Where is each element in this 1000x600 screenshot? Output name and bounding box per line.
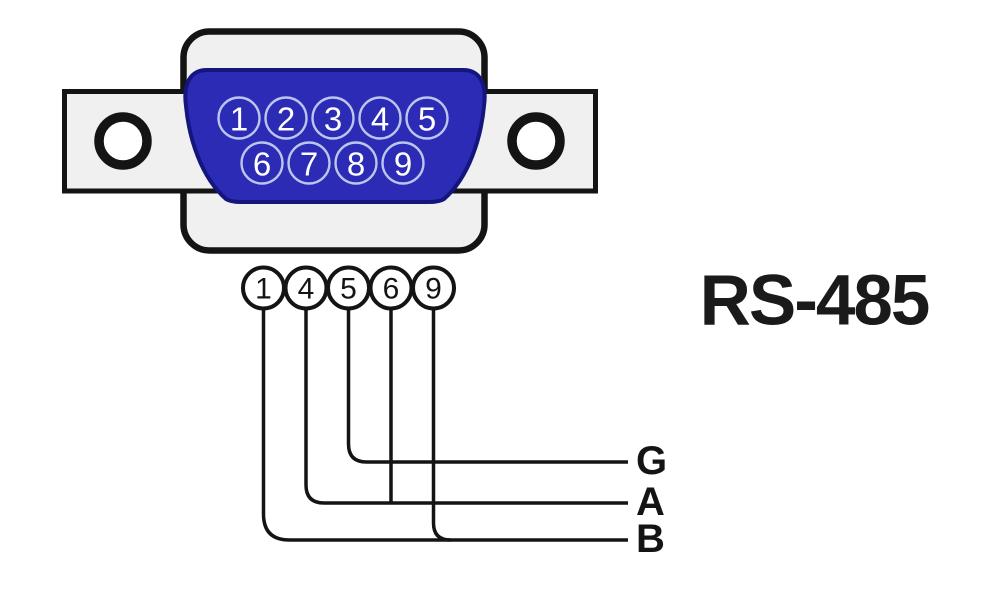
pin-7: 7 [287, 141, 331, 185]
pin-8: 8 [334, 141, 378, 185]
db9-connector: 1 2 3 4 5 6 [62, 28, 598, 254]
breakout-pin-9-ring [411, 265, 456, 311]
screw-hole-left [94, 112, 152, 170]
pin-1-number: 1 [230, 101, 248, 138]
pin-7-number: 7 [300, 146, 318, 183]
pin-2-number: 2 [277, 101, 295, 138]
pin-3: 3 [311, 96, 355, 140]
signal-labels: G A B [636, 439, 667, 561]
page-title: RS-485 [700, 262, 929, 341]
wire-pin4-to-a [304, 309, 628, 505]
pin-8-number: 8 [347, 146, 365, 183]
breakout-pin-6-number: 6 [383, 273, 400, 306]
pin-9-number: 9 [394, 146, 412, 183]
wires [261, 309, 628, 542]
breakout-pin-9-number: 9 [425, 273, 442, 306]
wire-pin5-to-g [346, 309, 628, 464]
breakout-pin-4-number: 4 [298, 273, 315, 306]
pin-7-ring [287, 141, 331, 185]
pin-3-number: 3 [324, 101, 342, 138]
pin-1: 1 [217, 96, 261, 140]
breakout-pin-5-number: 5 [340, 273, 357, 306]
pin-9-ring [381, 141, 425, 185]
signal-label-a: A [636, 480, 665, 524]
pin-4-ring [358, 96, 402, 140]
pin-2: 2 [264, 96, 308, 140]
pin-5-ring [405, 96, 449, 140]
breakout-pin-9: 9 [411, 265, 456, 311]
pin-4-number: 4 [371, 101, 389, 138]
screw-hole-right [507, 112, 565, 170]
pin-1-ring [217, 96, 261, 140]
wire-pin1-to-b [261, 309, 628, 542]
breakout-pin-5: 5 [326, 265, 371, 311]
signal-label-g: G [636, 439, 667, 483]
pin-5-number: 5 [418, 101, 436, 138]
pin-6-ring [240, 141, 284, 185]
pin-6-number: 6 [253, 146, 271, 183]
pin-6: 6 [240, 141, 284, 185]
breakout-pin-1-number: 1 [255, 273, 272, 306]
breakout-pin-4: 4 [283, 265, 329, 311]
breakout-pin-1: 1 [241, 265, 286, 311]
pin-3-ring [311, 96, 355, 140]
signal-label-b: B [636, 517, 665, 561]
breakout-pins: 1 4 5 6 9 [241, 265, 456, 311]
breakout-pin-6: 6 [368, 265, 414, 311]
pin-4: 4 [358, 96, 402, 140]
dsub-face [183, 68, 487, 204]
pin-8-ring [334, 141, 378, 185]
pin-9: 9 [381, 141, 425, 185]
pin-5: 5 [405, 96, 449, 140]
wire-pin9-to-b [431, 309, 451, 542]
pin-2-ring [264, 96, 308, 140]
